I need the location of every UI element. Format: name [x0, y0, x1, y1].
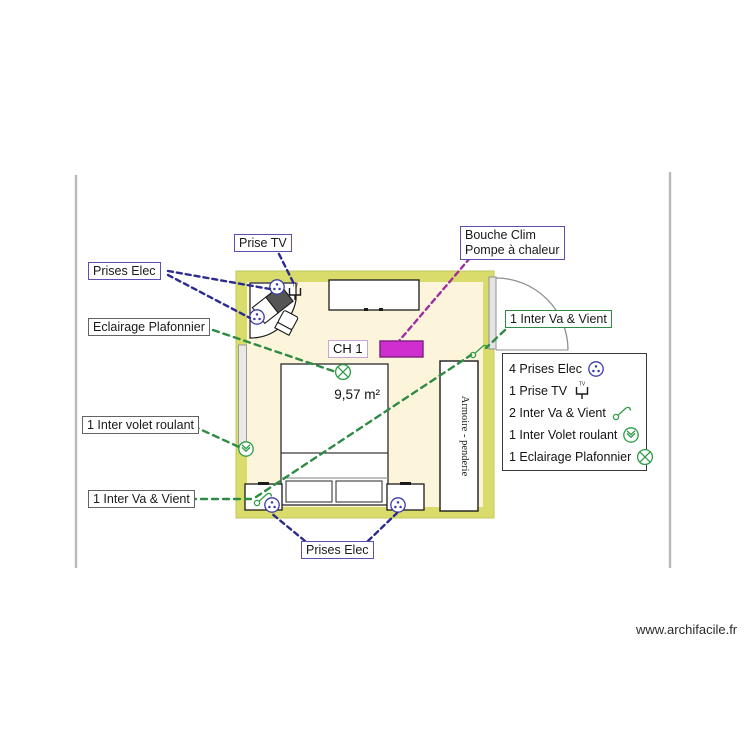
leader-prise-tv: [277, 252, 296, 286]
symbol-socket-nightstand-right: [390, 497, 406, 513]
site-watermark: www.archifacile.fr: [636, 622, 738, 637]
callout-inter-va-vient-left[interactable]: 1 Inter Va & Vient: [88, 490, 195, 508]
furniture-chair: [274, 310, 299, 336]
callout-bouche-clim[interactable]: Bouche Clim Pompe à chaleur: [460, 226, 565, 260]
legend-label-eclairage-plafonnier: 1 Eclairage Plafonnier: [509, 450, 632, 464]
furniture-desk: [249, 282, 299, 339]
leader-volet-roulant: [191, 424, 241, 449]
leader-bouche-clim: [397, 256, 472, 343]
tv-outlet-icon: [572, 381, 592, 401]
legend-box: 4 Prises Elec 1 Prise TV 2 Inter Va & Vi…: [502, 353, 654, 471]
callout-prises-elec-bottom[interactable]: Prises Elec: [301, 541, 374, 559]
switch-two-way-icon: [611, 403, 631, 423]
leader-prises-elec-d: [366, 511, 399, 543]
symbol-socket-nightstand-left: [264, 497, 280, 513]
symbol-socket-desk-left: [249, 309, 265, 325]
symbol-shutter-switch: [238, 441, 254, 457]
leader-prises-elec-c: [269, 511, 307, 543]
door-right-wall: [488, 276, 569, 351]
symbol-ceiling-light: [334, 363, 352, 381]
callout-prises-elec-top[interactable]: Prises Elec: [88, 262, 161, 280]
leader-inter-va-vient-right: [484, 328, 507, 350]
legend-item-eclairage-plafonnier: 1 Eclairage Plafonnier: [509, 446, 654, 468]
legend-label-prise-tv: 1 Prise TV: [509, 384, 568, 398]
leader-switch-link: [254, 353, 473, 499]
svg-text:Armoire - penderie: Armoire - penderie: [459, 396, 470, 477]
furniture-armoire-penderie: Armoire - penderie: [439, 360, 479, 512]
ceiling-light-icon: [636, 448, 654, 466]
pillow-left: [285, 480, 333, 503]
window-left-wall: [238, 344, 247, 446]
socket-icon: [587, 360, 605, 378]
roller-shutter-switch-icon: [622, 426, 640, 444]
legend-item-inter-va-vient: 2 Inter Va & Vient: [509, 402, 641, 424]
leader-prises-elec-a: [166, 269, 272, 291]
leader-prises-elec-b: [166, 273, 252, 320]
legend-label-inter-va-vient: 2 Inter Va & Vient: [509, 406, 606, 420]
legend-item-prises-elec: 4 Prises Elec: [509, 358, 641, 380]
callout-inter-volet-roulant[interactable]: 1 Inter volet roulant: [82, 416, 200, 434]
furniture-bed: [280, 363, 389, 506]
legend-label-inter-volet-roulant: 1 Inter Volet roulant: [509, 428, 618, 442]
leader-eclairage: [211, 328, 338, 374]
symbol-socket-desk-top: [269, 279, 285, 295]
room-name-tag: CH 1: [328, 340, 368, 358]
legend-item-prise-tv: 1 Prise TV: [509, 380, 641, 402]
bouche-clim-vent: [379, 340, 424, 358]
legend-label-prises-elec: 4 Prises Elec: [509, 362, 582, 376]
callout-eclairage-plafonnier[interactable]: Eclairage Plafonnier: [88, 318, 210, 336]
room-area-text: 9,57 m²: [334, 387, 380, 402]
callout-prise-tv[interactable]: Prise TV: [234, 234, 292, 252]
callout-inter-va-vient-right[interactable]: 1 Inter Va & Vient: [505, 310, 612, 328]
legend-item-inter-volet-roulant: 1 Inter Volet roulant: [509, 424, 641, 446]
pillow-right: [335, 480, 383, 503]
furniture-commode: [328, 279, 420, 311]
